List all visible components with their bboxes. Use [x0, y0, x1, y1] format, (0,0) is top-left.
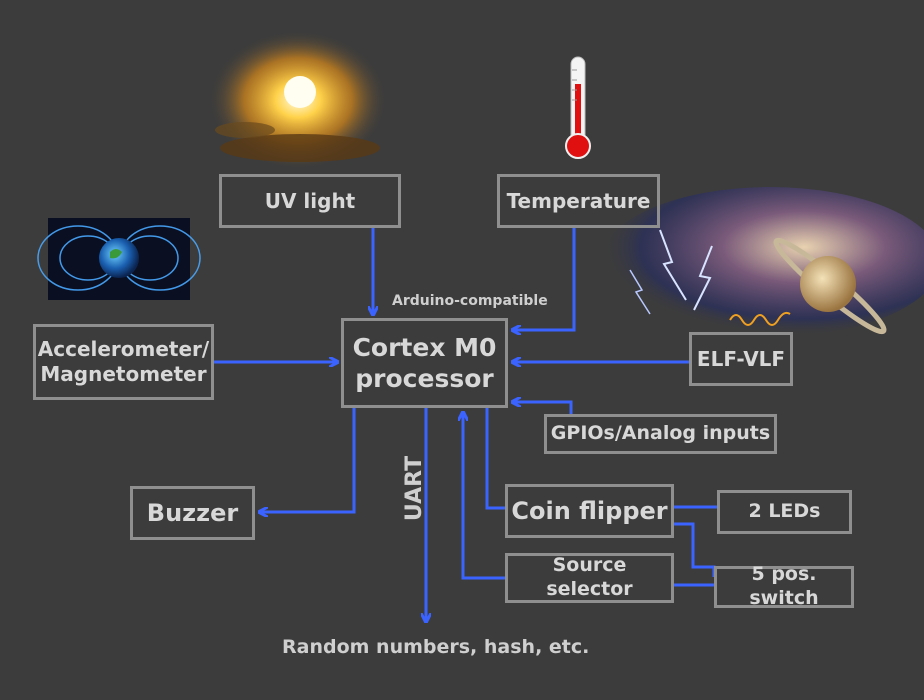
two-leds-box: 2 LEDs	[717, 490, 852, 534]
accelerometer-magnetometer-box: Accelerometer/ Magnetometer	[33, 324, 214, 400]
uv-light-label: UV light	[264, 188, 356, 213]
gpios-to-processor-arrow	[512, 402, 573, 415]
processor-to-coin-flipper-line	[485, 408, 507, 510]
source-selector-label: Source selector	[546, 554, 633, 600]
five-position-switch-box: 5 pos. switch	[714, 563, 854, 609]
five-position-switch-label: 5 pos. switch	[749, 563, 819, 609]
processor-to-buzzer-arrow	[259, 408, 356, 512]
uv-light-box: UV light	[219, 174, 401, 228]
gpios-box: GPIOs/Analog inputs	[544, 414, 777, 454]
source-selector-box: Source selector	[505, 553, 674, 603]
buzzer-label: Buzzer	[146, 499, 239, 527]
arduino-compatible-note: Arduino-compatible	[392, 293, 548, 309]
uart-label: UART	[402, 455, 428, 522]
elf-vlf-label: ELF-VLF	[696, 346, 786, 371]
temperature-to-processor-arrow	[512, 228, 576, 330]
processor-box: Cortex M0 processor	[341, 318, 508, 408]
processor-label-line1: Cortex M0	[352, 332, 497, 362]
coin-flipper-label: Coin flipper	[511, 497, 668, 525]
processor-label-line2: processor	[355, 364, 494, 393]
accelerometer-label: Accelerometer/	[37, 337, 210, 361]
temperature-box: Temperature	[497, 174, 660, 228]
gpios-label: GPIOs/Analog inputs	[550, 422, 771, 445]
coin-flipper-box: Coin flipper	[505, 484, 674, 538]
random-numbers-label: Random numbers, hash, etc.	[282, 636, 590, 658]
elf-vlf-box: ELF-VLF	[689, 332, 793, 386]
buzzer-box: Buzzer	[130, 486, 255, 540]
magnetometer-label: Magnetometer	[40, 362, 207, 386]
source-selector-to-processor-arrow	[463, 412, 507, 580]
two-leds-label: 2 LEDs	[748, 500, 821, 523]
temperature-label: Temperature	[506, 188, 651, 213]
